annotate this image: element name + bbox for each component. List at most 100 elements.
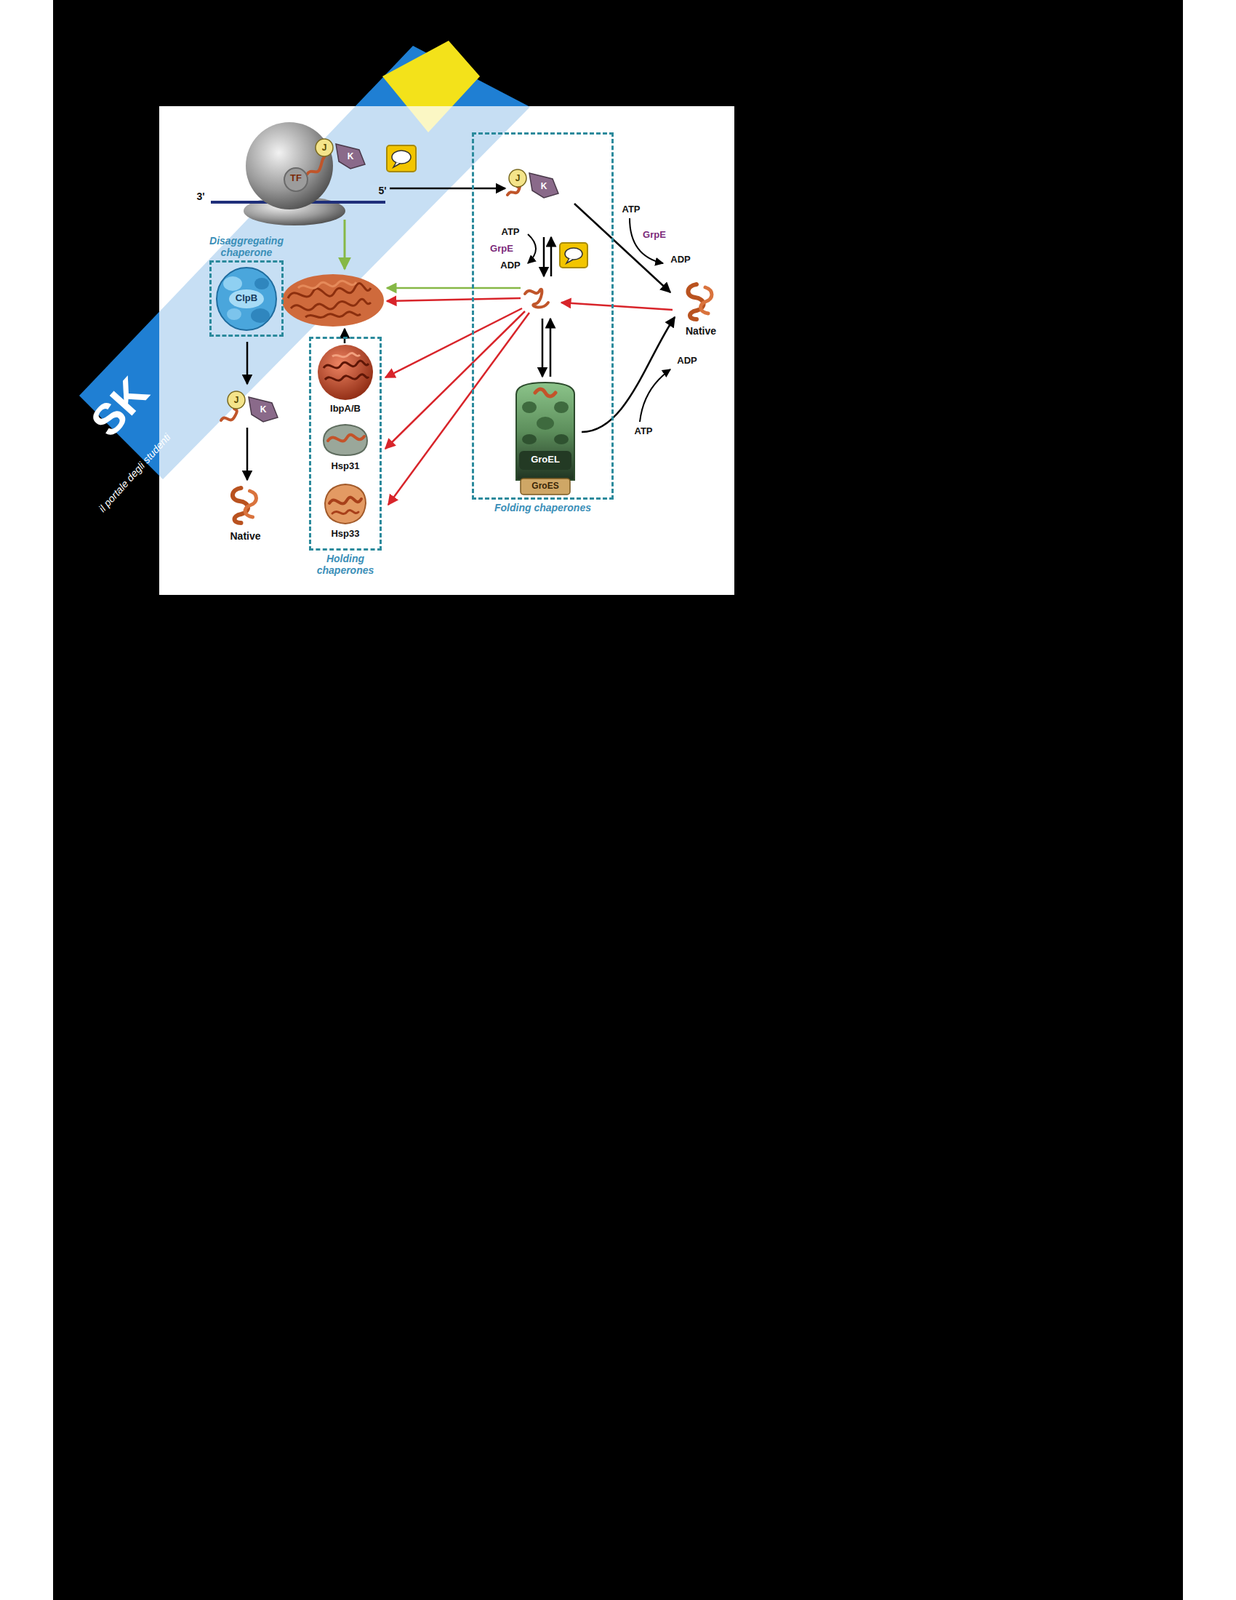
annotation-label: K [260,404,267,414]
speech-bubble-icon [391,150,411,164]
annotation-label: J [515,173,521,183]
arrow [543,237,546,277]
holding-chaperone-icon [317,344,373,400]
annotation-label: K [540,181,548,191]
speech-bubble-icon [393,162,400,168]
nascent-chain-complex [306,157,325,175]
groel-groes-chaperonin-icon [522,434,537,445]
nascent-chain-complex [335,143,365,169]
dnak-complex [227,391,246,409]
ribosome [210,122,386,226]
groel-groes-chaperonin-icon [535,388,556,397]
clpb-chaperone-icon [223,276,243,291]
holding-chaperone: IbpA/B [313,341,378,418]
annotation-label: ATP [621,204,640,214]
group-heading: Folding chaperones [463,501,624,514]
holding-chaperone-icon [327,434,365,442]
arrow [574,203,671,293]
groel-groes-chaperonin-icon [520,478,571,495]
arrow [639,369,671,422]
arrow [385,311,525,449]
arrow [550,237,553,277]
group-heading: Holding chaperones [298,552,393,576]
clpb-chaperone-icon [250,308,270,323]
annotation-label: J [322,143,328,152]
annotation-label: ATP [500,226,520,237]
holding-chaperone-icon [329,497,362,504]
dnak-complex [508,169,527,187]
native-protein-icon [687,284,704,320]
native-protein-icon [700,287,712,314]
clpb-chaperone-icon [226,308,242,320]
ribosome [245,122,333,210]
chaperone-group-box: Holding chaperonesIbpA/BHsp31Hsp33 [309,336,382,551]
clpb-chaperone-icon [216,267,277,331]
arrow [246,341,249,384]
holding-chaperone: Hsp31 [313,421,378,477]
annotation-label: GrpE [490,243,514,254]
annotation-label: ADP [500,260,520,270]
annotation-label: GrpE [642,229,666,240]
watermark-band-overlay [79,40,531,480]
speech-bubble-icon [564,247,583,260]
groel-groes-chaperonin-icon [516,382,575,480]
groel-groes-chaperonin-icon [508,379,582,496]
arrow [386,298,521,302]
groel-groes-chaperonin-icon [519,450,572,470]
arrow [343,219,347,270]
nascent-chain-complex [306,138,365,175]
arrow [386,287,521,290]
speech-bubble-icon [566,258,573,264]
holding-chaperone-icon [332,352,360,357]
speech-bubble-icon [559,242,588,268]
arrow [388,312,530,505]
holding-chaperone-icon [324,374,369,381]
dnak-complex [221,408,238,421]
arrow [549,318,552,377]
arrow [385,308,523,378]
native-protein: Native [674,279,728,342]
dnak-complex [248,396,278,422]
speech-bubble-icon [559,242,588,268]
holding-chaperone-icon [323,360,369,368]
arrow [246,427,249,480]
groel-groes-chaperonin-icon [554,434,569,445]
protein-aggregate [290,298,371,310]
holding-chaperone-icon [323,424,368,456]
holding-chaperone: Hsp33 [313,481,378,546]
clpb-chaperone: ClpB [215,266,278,332]
annotation-label: K [347,151,355,161]
trigger-factor-circle: TF [283,167,309,192]
node-label: Hsp33 [330,528,360,540]
protein-aggregate [298,280,357,288]
watermark-band-overlay [382,40,480,133]
native-protein-icon [232,487,248,523]
annotation-label: ATP [633,426,653,436]
connector-arrow [581,316,675,432]
holding-chaperone-icon [324,484,366,524]
protein-aggregate [282,274,384,327]
arrow [561,302,673,310]
holding-chaperone-icon [332,509,359,514]
dnak-complex [507,169,559,198]
groel-groes-chaperonin-icon [522,401,537,413]
dnak-complex [529,173,559,198]
speech-bubble-icon [386,145,416,172]
arrow [629,218,664,264]
node-label: TF [290,173,302,184]
watermark-band-overlay [79,45,531,480]
arrow [343,328,347,344]
speech-bubble-icon [386,145,416,172]
annotation-label: ADP [676,355,697,365]
node-label: Native [685,324,717,337]
node-label: IbpA/B [330,403,361,415]
node-label: Hsp31 [330,460,360,472]
unfolded-protein [524,289,549,308]
annotation-label: ADP [670,254,690,264]
native-protein: Native [218,483,273,549]
arrow [541,318,544,377]
